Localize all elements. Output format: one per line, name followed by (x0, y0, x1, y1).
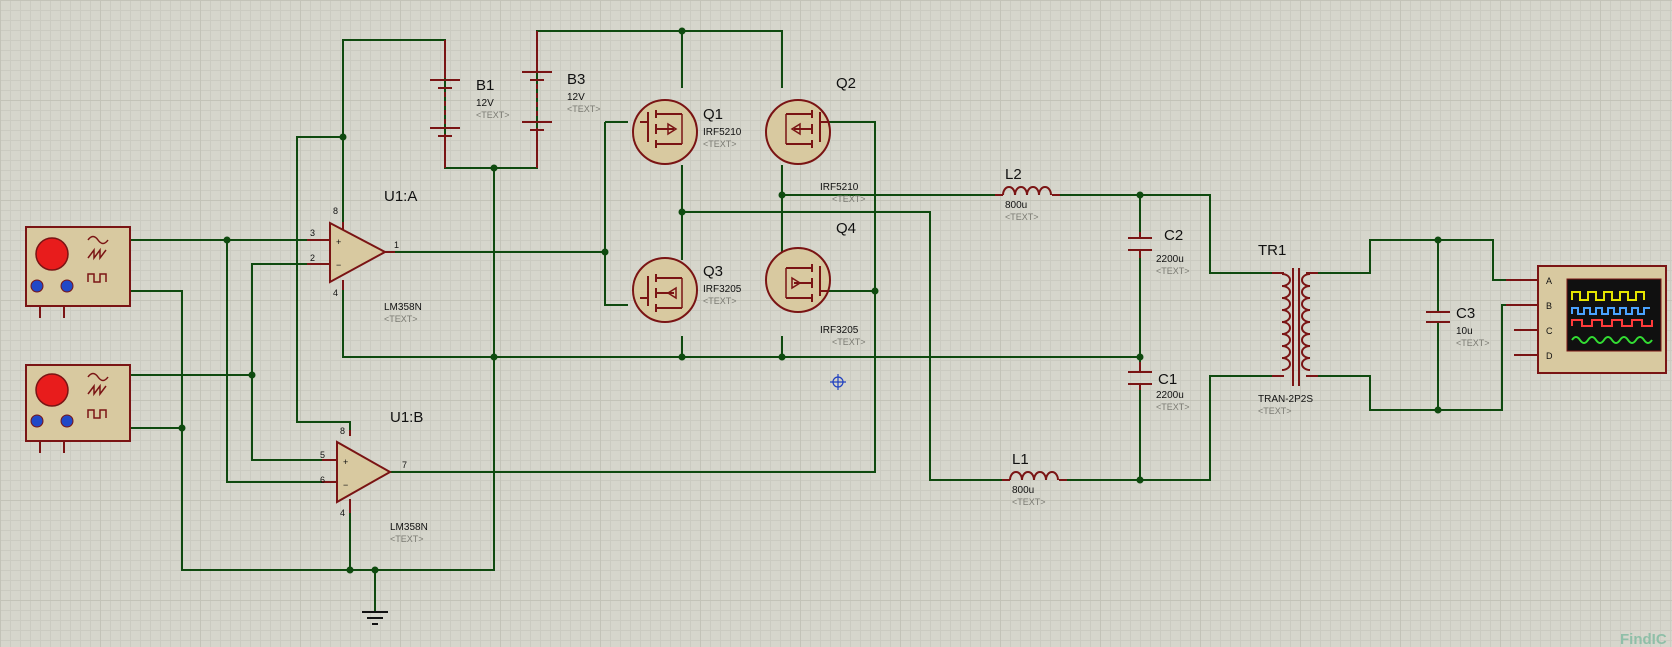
q4-value: IRF3205 (820, 325, 859, 336)
q4-text: <TEXT> (832, 337, 866, 347)
capacitor-c1[interactable]: C1 2200u <TEXT> (1128, 362, 1190, 412)
q1-text: <TEXT> (703, 139, 737, 149)
scope-channel-c: C (1546, 326, 1553, 336)
b3-ref: B3 (567, 71, 585, 88)
svg-text:+: + (336, 237, 341, 247)
b1-value: 12V (476, 98, 494, 109)
q3-ref: Q3 (703, 263, 723, 280)
capacitor-c2[interactable]: C2 2200u <TEXT> (1128, 227, 1190, 276)
q2-text: <TEXT> (832, 194, 866, 204)
opamp-u1b[interactable]: + − 5 6 7 8 4 U1:B LM358N <TEXT> (320, 409, 428, 544)
u1a-text: <TEXT> (384, 314, 418, 324)
tr1-ref: TR1 (1258, 242, 1286, 259)
u1b-pin-8: 8 (340, 426, 345, 436)
signal-generator-1[interactable] (25, 226, 131, 318)
scope-channel-d: D (1546, 351, 1553, 361)
b1-ref: B1 (476, 77, 494, 94)
transformer-tr1[interactable]: TR1 TRAN-2P2S <TEXT> (1258, 242, 1318, 416)
c2-value: 2200u (1156, 254, 1184, 265)
l1-text: <TEXT> (1012, 497, 1046, 507)
u1a-pin-1: 1 (394, 240, 399, 250)
svg-text:+: + (343, 457, 348, 467)
watermark-logo: FindIC (1620, 631, 1667, 647)
l1-ref: L1 (1012, 451, 1029, 468)
u1a-pin-8: 8 (333, 206, 338, 216)
u1b-pin-7: 7 (402, 460, 407, 470)
b1-text: <TEXT> (476, 110, 510, 120)
svg-text:−: − (336, 260, 341, 270)
c3-text: <TEXT> (1456, 338, 1490, 348)
junction-dots (178, 27, 1442, 574)
u1b-value: LM358N (390, 522, 428, 533)
u1b-ref: U1:B (390, 409, 423, 426)
mosfet-q3[interactable]: Q3 IRF3205 <TEXT> (632, 257, 742, 323)
u1b-pin-5: 5 (320, 450, 325, 460)
l2-value: 800u (1005, 200, 1027, 211)
tr1-text: <TEXT> (1258, 406, 1292, 416)
q2-ref: Q2 (836, 75, 856, 92)
mosfet-q1[interactable]: Q1 IRF5210 <TEXT> (632, 99, 742, 165)
u1a-pin-2: 2 (310, 253, 315, 263)
ground-symbol (362, 611, 388, 625)
c2-ref: C2 (1164, 227, 1183, 244)
c3-value: 10u (1456, 326, 1473, 337)
q3-text: <TEXT> (703, 296, 737, 306)
mosfet-q2[interactable]: Q2 IRF5210 <TEXT> (765, 75, 866, 204)
u1a-pin-4: 4 (333, 288, 338, 298)
c3-ref: C3 (1456, 305, 1475, 322)
cursor-crosshair-icon (830, 374, 846, 390)
opamp-u1a[interactable]: + − 3 2 1 8 4 U1:A LM358N <TEXT> (307, 188, 422, 324)
mosfet-q4[interactable]: Q4 IRF3205 <TEXT> (765, 220, 866, 347)
b3-text: <TEXT> (567, 104, 601, 114)
q1-value: IRF5210 (703, 127, 742, 138)
svg-text:−: − (343, 480, 348, 490)
scope-channel-b: B (1546, 301, 1552, 311)
l1-value: 800u (1012, 485, 1034, 496)
l2-ref: L2 (1005, 166, 1022, 183)
u1b-pin-4: 4 (340, 508, 345, 518)
capacitor-c3[interactable]: C3 10u <TEXT> (1426, 305, 1490, 348)
u1a-pin-3: 3 (310, 228, 315, 238)
c1-text: <TEXT> (1156, 402, 1190, 412)
q1-ref: Q1 (703, 106, 723, 123)
u1a-ref: U1:A (384, 188, 417, 205)
l2-text: <TEXT> (1005, 212, 1039, 222)
u1b-pin-6: 6 (320, 475, 325, 485)
b3-value: 12V (567, 92, 585, 103)
signal-generator-2[interactable] (25, 364, 131, 453)
inductor-l2[interactable]: L2 800u <TEXT> (995, 166, 1060, 222)
scope-channel-a: A (1546, 276, 1552, 286)
battery-b1[interactable]: B1 12V <TEXT> (430, 40, 510, 168)
u1a-value: LM358N (384, 302, 422, 313)
q3-value: IRF3205 (703, 284, 742, 295)
battery-b3[interactable]: B3 12V <TEXT> (522, 31, 601, 168)
tr1-value: TRAN-2P2S (1258, 394, 1313, 405)
c2-text: <TEXT> (1156, 266, 1190, 276)
q2-value: IRF5210 (820, 182, 859, 193)
oscilloscope[interactable]: A B C D (1506, 265, 1667, 374)
c1-ref: C1 (1158, 371, 1177, 388)
c1-value: 2200u (1156, 390, 1184, 401)
q4-ref: Q4 (836, 220, 856, 237)
u1b-text: <TEXT> (390, 534, 424, 544)
inductor-l1[interactable]: L1 800u <TEXT> (1002, 451, 1067, 507)
